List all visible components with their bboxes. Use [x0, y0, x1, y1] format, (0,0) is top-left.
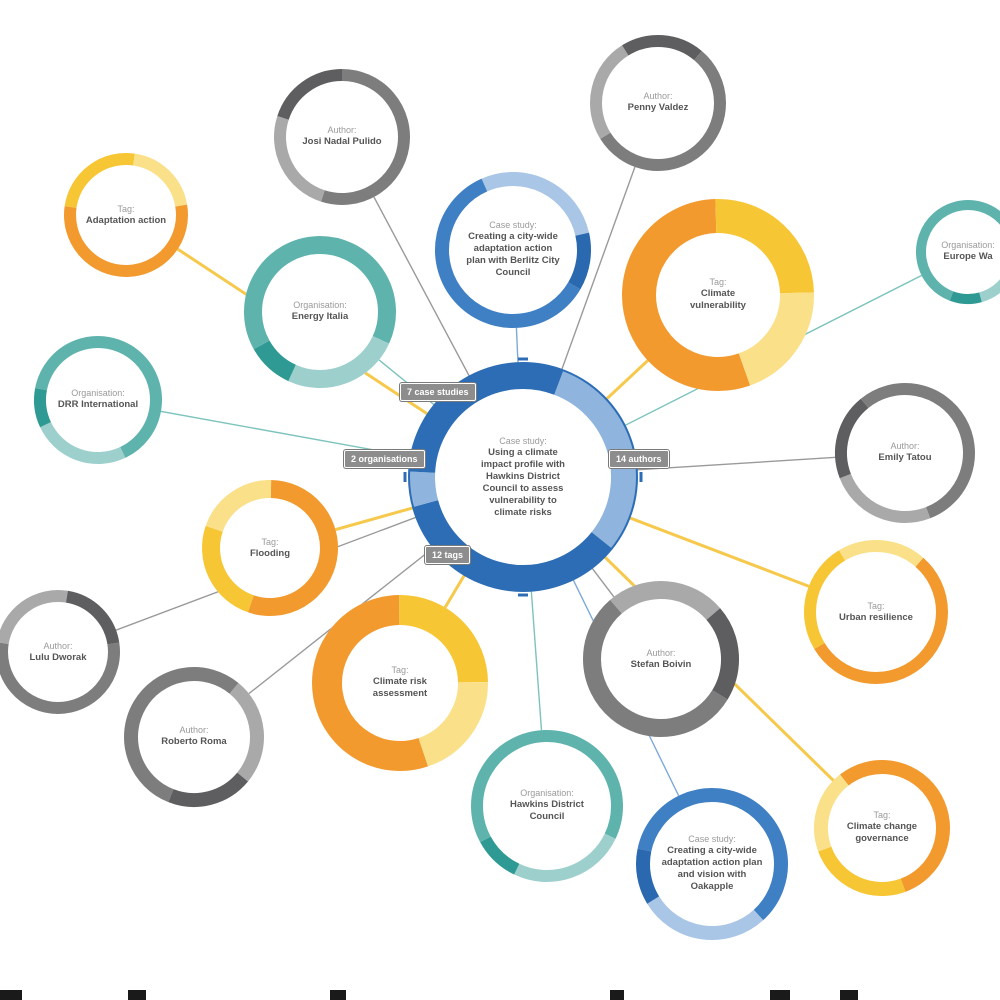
node-oakapple-segment: [636, 848, 660, 904]
node-drr[interactable]: [34, 336, 162, 464]
pill-authors[interactable]: 14 authors: [609, 450, 669, 468]
node-emily-segment: [839, 473, 931, 523]
node-urban[interactable]: [804, 540, 948, 684]
node-flooding-segment: [247, 480, 338, 616]
node-drr-segment: [34, 388, 52, 428]
node-penny-segment: [600, 50, 726, 171]
node-jose-segment: [321, 69, 410, 205]
node-governance-segment: [818, 846, 906, 896]
node-hawkins-segment: [471, 730, 623, 843]
node-urban-background: [804, 540, 948, 684]
cropped-heading-strip: [0, 990, 1000, 1000]
node-adaptation-segment: [132, 153, 188, 207]
node-flooding-background: [202, 480, 338, 616]
node-climrisk-segment: [312, 595, 429, 771]
node-lulu-segment: [0, 642, 120, 714]
node-governance-segment: [814, 774, 849, 852]
node-flooding-segment: [202, 525, 255, 613]
node-stefan-segment: [706, 608, 739, 700]
node-hawkins-segment: [480, 836, 520, 875]
center-node-segment: [409, 471, 439, 507]
node-berlitz-segment: [568, 232, 591, 290]
node-stefan-background: [583, 581, 739, 737]
node-adaptation[interactable]: [64, 153, 188, 277]
node-climvuln-segment: [715, 199, 814, 294]
node-jose-segment: [274, 115, 325, 202]
node-energy[interactable]: [244, 236, 396, 388]
node-urban-segment: [814, 557, 948, 684]
node-oakapple-segment: [637, 788, 788, 921]
node-berlitz-background: [435, 172, 591, 328]
node-governance-segment: [839, 760, 950, 892]
node-adaptation-background: [64, 153, 188, 277]
node-oakapple-segment: [647, 896, 764, 940]
node-jose-segment: [277, 69, 343, 120]
pill-case-studies[interactable]: 7 case studies: [400, 383, 476, 401]
node-drr-segment: [35, 336, 162, 458]
node-roberto-background: [124, 667, 264, 807]
node-emily-segment: [835, 398, 869, 479]
node-climrisk-segment: [398, 595, 488, 683]
node-europe-segment: [916, 200, 1000, 301]
node-energy-segment: [253, 340, 297, 382]
node-emily-segment: [860, 383, 975, 519]
node-oakapple[interactable]: [636, 788, 788, 940]
center-node-outline: [408, 362, 638, 592]
node-berlitz[interactable]: [435, 172, 591, 328]
node-climvuln-segment: [622, 199, 751, 391]
node-drr-segment: [40, 421, 126, 464]
node-lulu-segment: [0, 590, 68, 645]
node-jose[interactable]: [274, 69, 410, 205]
node-energy-segment: [244, 236, 396, 350]
node-hawkins[interactable]: [471, 730, 623, 882]
node-stefan-segment: [583, 599, 728, 737]
node-governance-background: [814, 760, 950, 896]
node-climrisk-segment: [417, 681, 488, 767]
node-europe-background: [916, 200, 1000, 304]
node-emily-background: [835, 383, 975, 523]
node-adaptation-segment: [64, 153, 135, 209]
node-hawkins-segment: [514, 833, 616, 882]
node-penny-segment: [622, 35, 702, 61]
node-urban-segment: [838, 540, 924, 567]
node-europe-segment: [978, 279, 1000, 303]
node-berlitz-segment: [481, 172, 590, 236]
node-hawkins-background: [471, 730, 623, 882]
node-lulu-segment: [65, 590, 120, 645]
node-oakapple-background: [636, 788, 788, 940]
node-urban-segment: [804, 550, 846, 650]
node-emily[interactable]: [835, 383, 975, 523]
node-lulu-background: [0, 590, 120, 714]
node-roberto-segment: [124, 667, 239, 803]
node-jose-background: [274, 69, 410, 205]
node-energy-segment: [288, 335, 390, 388]
node-europe[interactable]: [916, 200, 1000, 304]
node-penny-segment: [590, 45, 629, 139]
node-energy-background: [244, 236, 396, 388]
node-berlitz-segment: [435, 178, 581, 328]
node-stefan[interactable]: [583, 581, 739, 737]
node-climvuln-segment: [738, 292, 814, 386]
node-penny[interactable]: [590, 35, 726, 171]
node-europe-segment: [949, 291, 982, 304]
node-roberto-segment: [229, 682, 264, 782]
node-roberto[interactable]: [124, 667, 264, 807]
node-roberto-segment: [168, 772, 249, 807]
pill-tags[interactable]: 12 tags: [425, 546, 471, 564]
node-penny-background: [590, 35, 726, 171]
node-flooding[interactable]: [202, 480, 338, 616]
node-climvuln[interactable]: [622, 199, 814, 391]
rings-layer: [0, 35, 1000, 940]
node-flooding-segment: [205, 480, 272, 533]
node-governance[interactable]: [814, 760, 950, 896]
pill-organisations[interactable]: 2 organisations: [344, 450, 425, 468]
node-stefan-segment: [610, 581, 721, 621]
node-climrisk[interactable]: [312, 595, 488, 771]
node-adaptation-segment: [64, 204, 188, 277]
center-node-segment: [413, 499, 612, 591]
node-lulu[interactable]: [0, 590, 120, 714]
node-drr-background: [34, 336, 162, 464]
